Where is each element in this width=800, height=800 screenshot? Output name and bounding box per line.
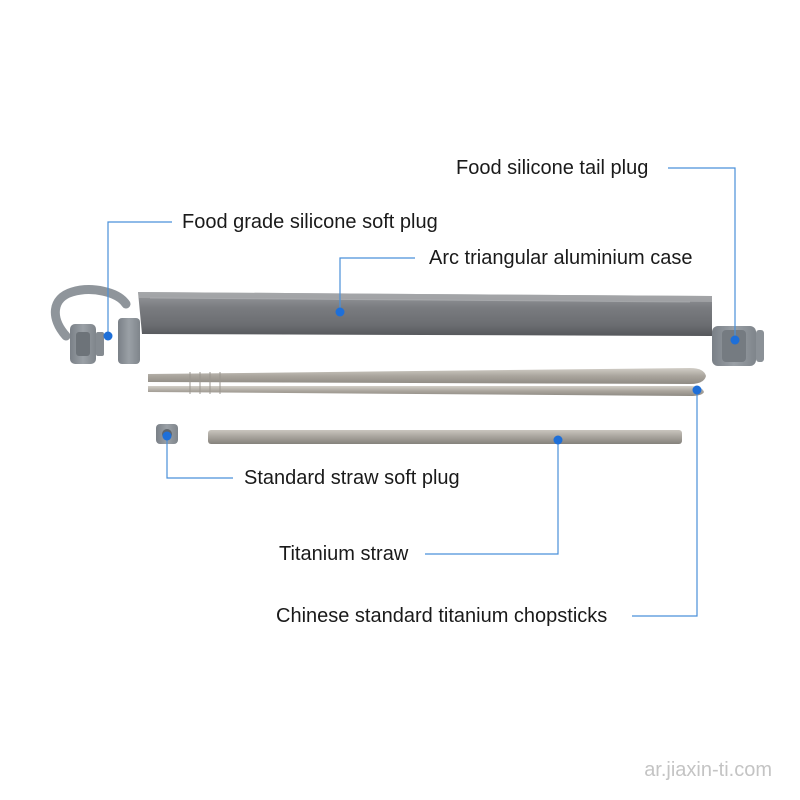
callout-line-chopsticks <box>632 390 698 617</box>
left-silicone-plug-assembly <box>50 285 140 364</box>
label-case: Arc triangular aluminium case <box>429 247 693 269</box>
watermark: ar.jiaxin-ti.com <box>644 759 772 781</box>
callout-line-tail-plug <box>668 167 736 340</box>
callout-line-straw-plug <box>166 436 233 479</box>
callout-dot-straw <box>553 435 563 445</box>
label-soft-plug: Food grade silicone soft plug <box>182 211 438 233</box>
label-chopsticks: Chinese standard titanium chopsticks <box>276 605 608 627</box>
callout-lines <box>107 167 736 617</box>
aluminium-case <box>138 292 712 336</box>
label-straw: Titanium straw <box>279 543 409 565</box>
titanium-straw <box>208 430 682 444</box>
tail-plug <box>712 326 764 366</box>
titanium-chopsticks <box>148 368 706 396</box>
callout-dot-tail-plug <box>730 335 740 345</box>
label-tail-plug: Food silicone tail plug <box>456 157 649 179</box>
callout-dots <box>103 307 740 445</box>
callout-dot-case <box>335 307 345 317</box>
callout-dot-chopsticks <box>692 385 702 395</box>
callout-line-case <box>339 257 415 312</box>
label-straw-plug: Standard straw soft plug <box>244 467 460 489</box>
callout-line-soft-plug <box>107 221 172 336</box>
callout-dot-soft-plug <box>103 331 113 341</box>
callout-dot-straw-plug <box>162 431 172 441</box>
callout-line-straw <box>425 440 559 555</box>
